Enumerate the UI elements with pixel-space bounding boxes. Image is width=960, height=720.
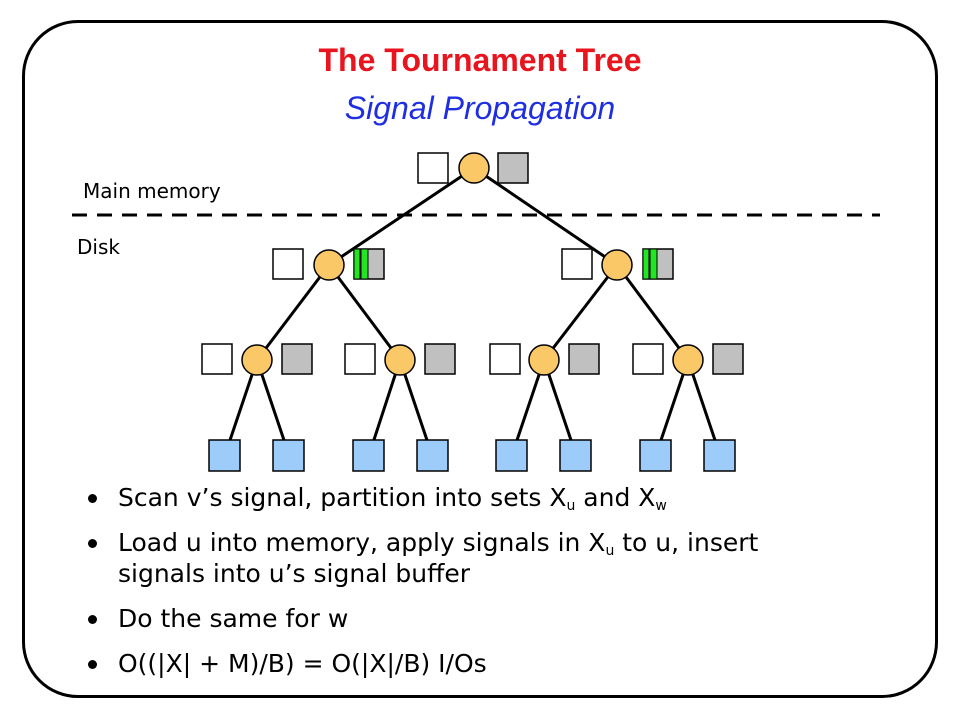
root-node: [458, 152, 490, 184]
edge-leaf-4: [398, 359, 434, 456]
edge-root-right: [473, 166, 618, 267]
edge-l-ll: [255, 264, 331, 361]
node-lr-gray-buffer: [424, 343, 456, 375]
edge-leaf-6: [542, 359, 578, 456]
edge-leaf-2: [255, 359, 291, 456]
leaf-6: [559, 439, 592, 472]
root-white-buffer: [417, 152, 449, 184]
node-lr-group: [344, 343, 456, 376]
node-rl-white-buffer: [489, 343, 521, 375]
node-ll-group: [201, 343, 313, 376]
tree-edges: [223, 166, 722, 456]
bullet-2: Load u into memory, apply signals in Xu …: [84, 527, 804, 589]
node-rl: [528, 344, 560, 376]
root-node-group: [417, 152, 529, 184]
leaf-2: [272, 439, 305, 472]
node-u: [313, 249, 345, 281]
node-rr: [672, 344, 704, 376]
bullet-list: Scan v’s signal, partition into sets Xu …: [84, 482, 804, 693]
node-w-signal-1: [642, 248, 650, 280]
edge-leaf-8: [686, 359, 722, 456]
leaf-nodes: [208, 439, 736, 472]
node-w-signal-2: [649, 248, 658, 280]
leaf-4: [416, 439, 449, 472]
leaf-3: [352, 439, 385, 472]
bullet-3: Do the same for w: [84, 603, 804, 634]
slide-frame: [22, 20, 938, 698]
slide-subtitle: Signal Propagation: [344, 90, 616, 126]
node-u-signal-2: [360, 248, 369, 280]
edge-l-lr: [327, 264, 402, 361]
node-rr-white-buffer: [632, 343, 664, 375]
node-ll-white-buffer: [201, 343, 233, 375]
slide-title: The Tournament Tree: [318, 42, 642, 78]
edge-leaf-7: [654, 359, 690, 456]
edge-leaf-1: [223, 359, 259, 456]
node-ll: [241, 344, 273, 376]
node-rr-group: [632, 343, 744, 376]
node-w: [601, 249, 633, 281]
edge-r-rr: [615, 264, 690, 361]
node-u-signal-1: [353, 248, 361, 280]
node-u-white-buffer: [272, 248, 304, 280]
node-ll-gray-buffer: [281, 343, 313, 375]
bullet-4: O((|X| + M)/B) = O(|X|/B) I/Os: [84, 648, 804, 679]
node-u-group: [272, 248, 385, 281]
leaf-1: [208, 439, 241, 472]
node-rr-gray-buffer: [712, 343, 744, 375]
edge-root-left: [328, 166, 475, 267]
edge-leaf-5: [510, 359, 546, 456]
main-memory-label: Main memory: [83, 179, 221, 203]
root-gray-buffer: [497, 152, 529, 184]
node-lr-white-buffer: [344, 343, 376, 375]
disk-label: Disk: [77, 235, 120, 259]
node-rl-group: [489, 343, 600, 376]
leaf-5: [495, 439, 528, 472]
node-rl-gray-buffer: [568, 343, 600, 375]
node-w-group: [561, 248, 674, 281]
leaf-8: [703, 439, 736, 472]
node-w-white-buffer: [561, 248, 593, 280]
edge-leaf-3: [367, 359, 402, 456]
node-lr: [384, 344, 416, 376]
edge-r-rl: [542, 264, 619, 361]
leaf-7: [639, 439, 672, 472]
bullet-1: Scan v’s signal, partition into sets Xu …: [84, 482, 804, 513]
